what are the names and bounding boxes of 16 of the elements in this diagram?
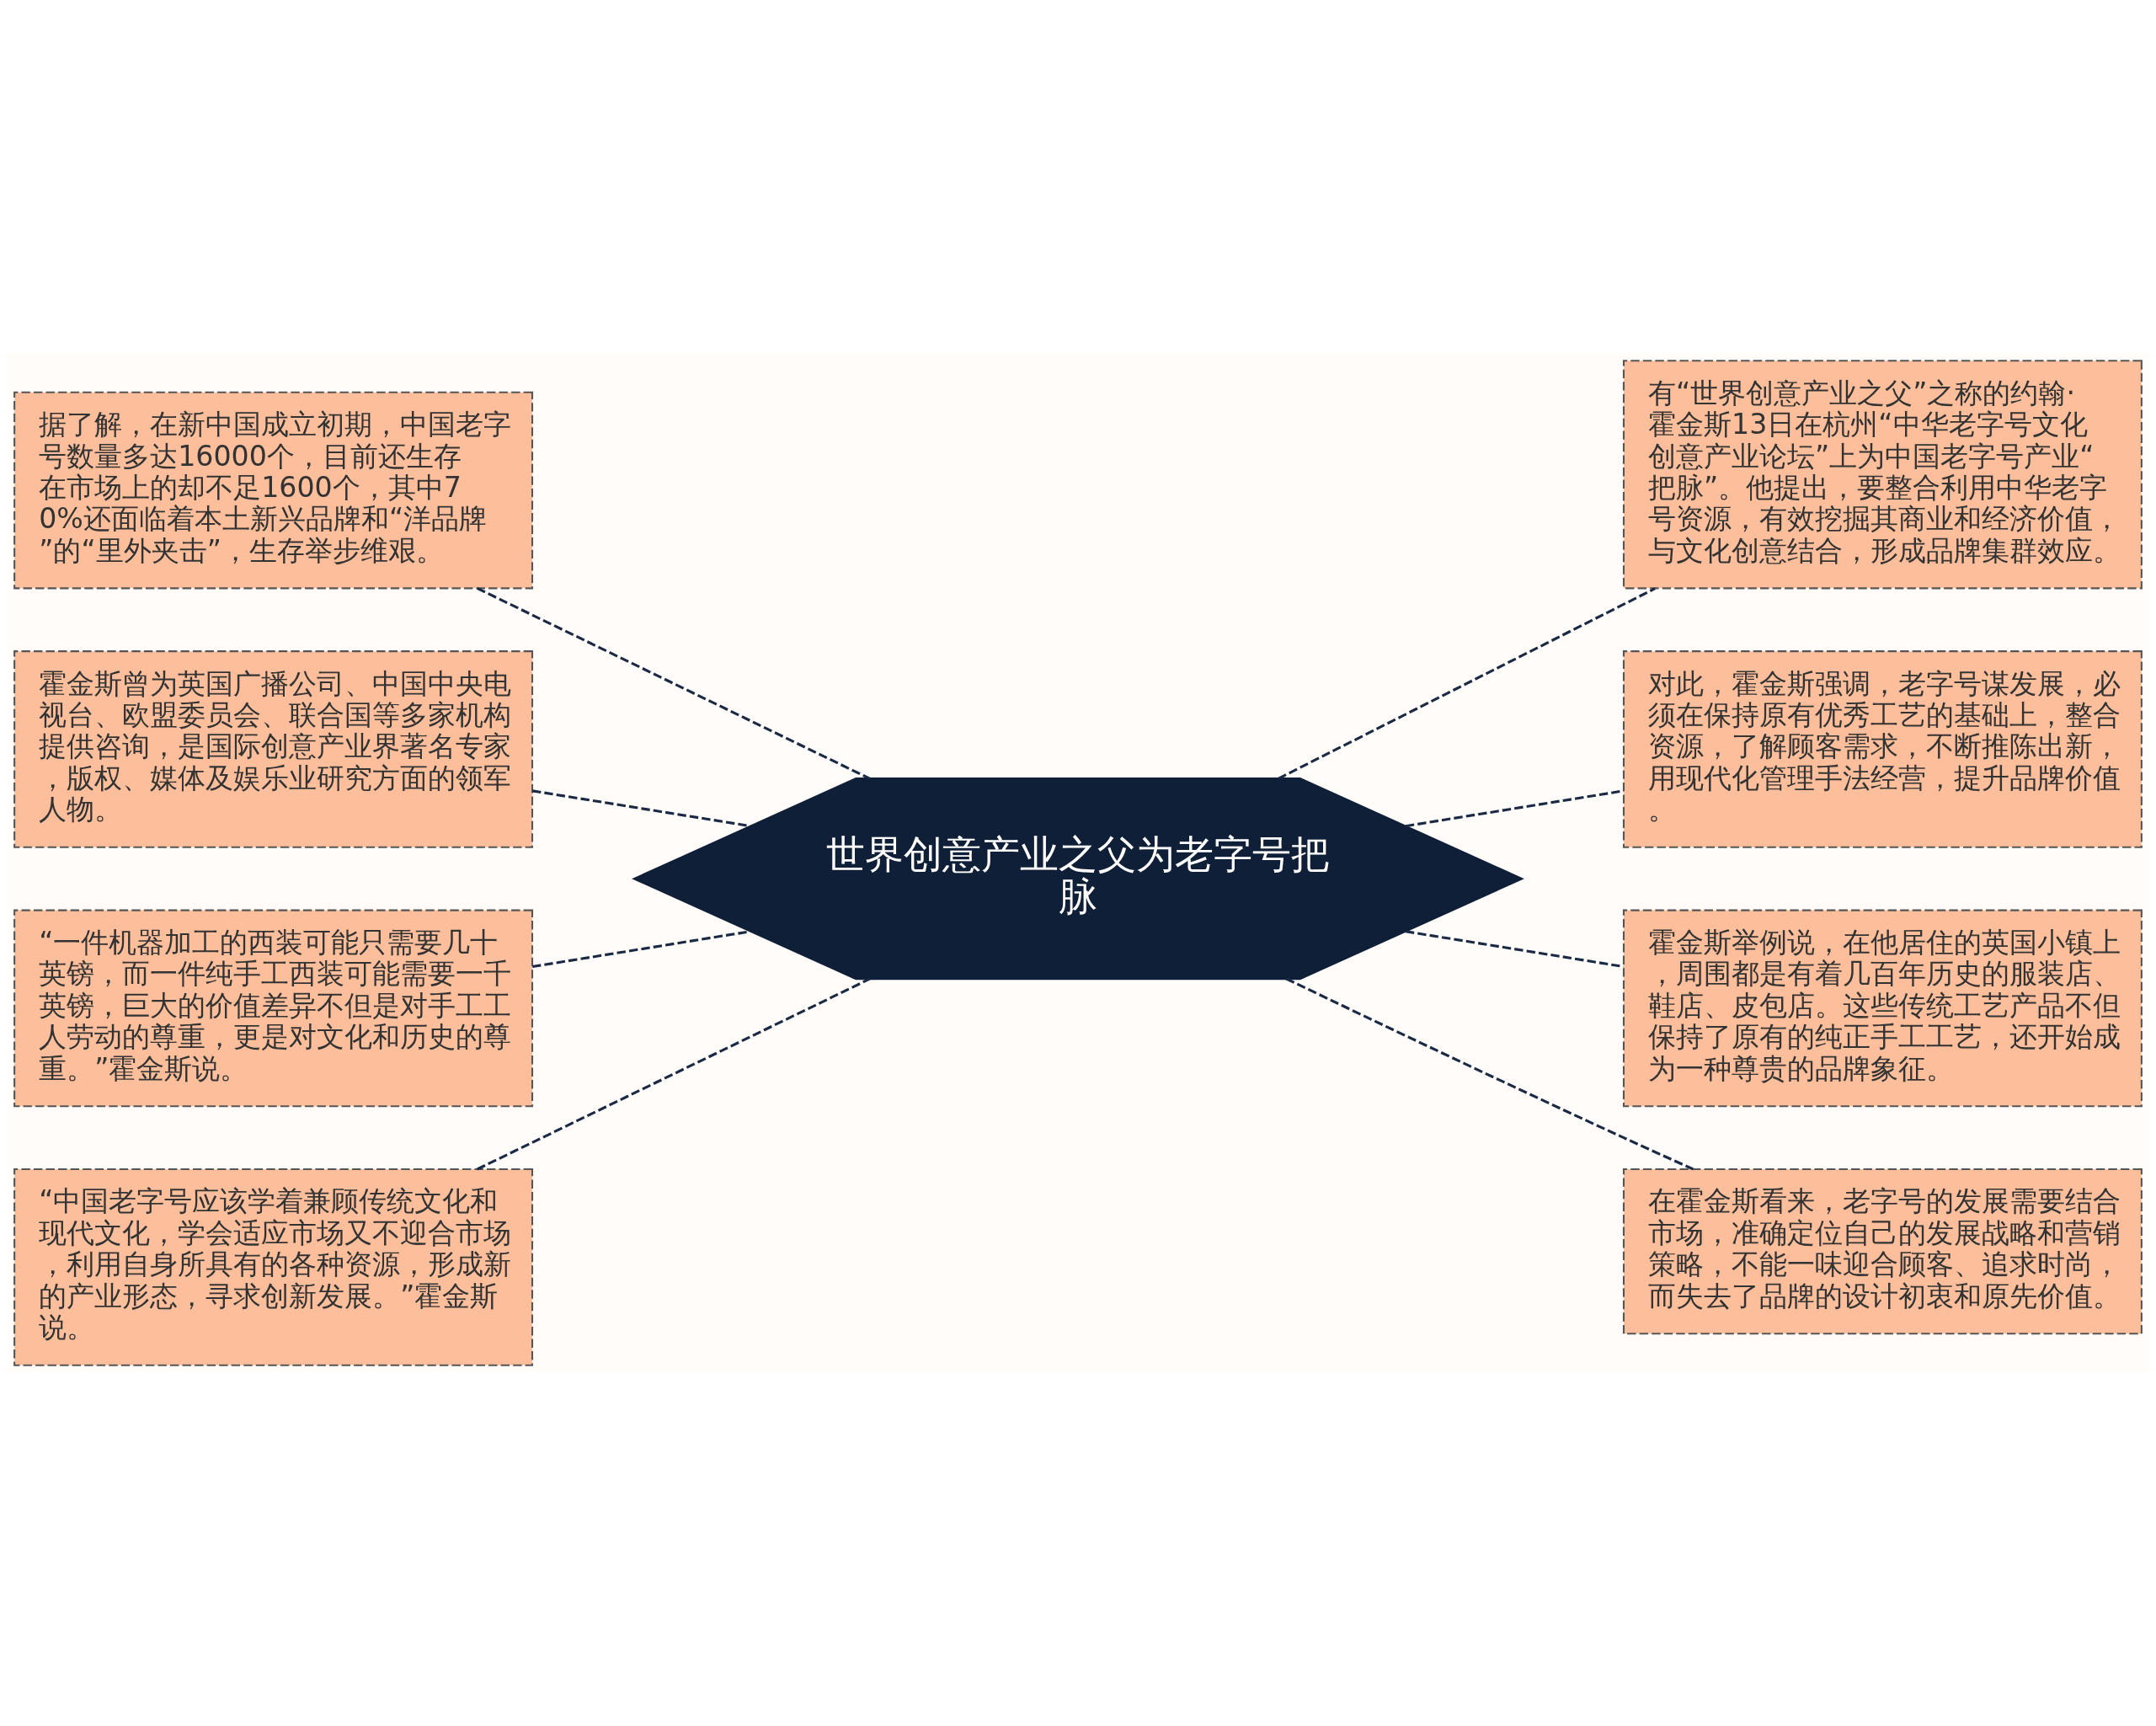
connector bbox=[477, 977, 871, 1171]
connector bbox=[1278, 587, 1656, 780]
node-box: 霍金斯曾为英国广播公司、中国中央电视台、欧盟委员会、联合国等多家机构提供咨询，是国际创意产业界著名专家，版权、媒体及娱乐业研究方面的领军人物。 bbox=[13, 650, 534, 848]
node-box: 有“世界创意产业之父”之称的约翰·霍金斯13日在杭州“中华老字号文化创意产业论坛”上为中国老字号产业“把脉”。他提出，要整合利用中华老字号资源，有效挖掘其商业和经济价值，与文化创意结合，形成品牌集群效应。 bbox=[1622, 360, 2143, 590]
node-box: 据了解，在新中国成立初期，中国老字号数量多达16000个，目前还生存在市场上的却不足1600个，其中70%还面临着本土新兴品牌和“洋品牌”的“里外夹击”，生存举步维艰。 bbox=[13, 391, 534, 590]
node-box: 霍金斯举例说，在他居住的英国小镇上，周围都是有着几百年历史的服装店、鞋店、皮包店。这些传统工艺产品不但保持了原有的纯正手工工艺，还开始成为一种尊贵的品牌象征。 bbox=[1622, 909, 2143, 1108]
node-box: “中国老字号应该学着兼顾传统文化和现代文化，学会适应市场又不迎合市场，利用自身所具有的各种资源，形成新的产业形态，寻求创新发展。”霍金斯说。 bbox=[13, 1168, 534, 1366]
node-box: 对此，霍金斯强调，老字号谋发展，必须在保持原有优秀工艺的基础上，整合资源，了解顾客需求，不断推陈出新，用现代化管理手法经营，提升品牌价值。 bbox=[1622, 650, 2143, 848]
connector bbox=[1405, 930, 1624, 969]
connector bbox=[1285, 977, 1694, 1171]
connector bbox=[531, 789, 751, 828]
connector bbox=[1405, 789, 1624, 828]
node-box: “一件机器加工的西装可能只需要几十英镑，而一件纯手工西装可能需要一千英镑，巨大的价值差异不但是对手工工人劳动的尊重，更是对文化和历史的尊重。”霍金斯说。 bbox=[13, 909, 534, 1108]
connector bbox=[477, 587, 871, 780]
node-box: 在霍金斯看来，老字号的发展需要结合市场，准确定位自己的发展战略和营销策略，不能一味迎合顾客、追求时尚，而失去了品牌的设计初衷和原先价值。 bbox=[1622, 1168, 2143, 1335]
connector bbox=[532, 930, 751, 969]
